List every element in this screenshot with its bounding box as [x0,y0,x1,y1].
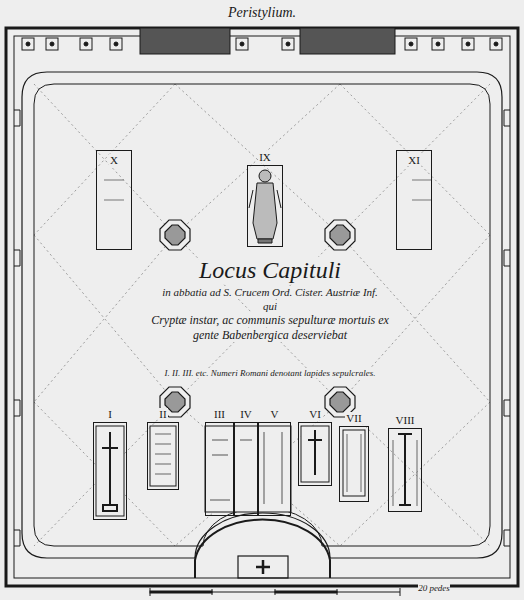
tombstone: V [258,422,291,516]
altar [238,556,288,578]
callout-number: I [94,408,126,420]
legend-note: I. II. III. etc. Numeri Romani denotant … [164,368,375,378]
vault-rib [34,84,175,235]
tombstone: XI [396,150,432,250]
inscription-line-box: in abbatia ad S. Crucem Ord. Cister. Aus… [120,285,420,299]
wall-pilasters [14,110,510,546]
scale-label-box: 20 pedes [404,583,464,594]
inner-wall [14,36,510,578]
callout-number: XI [397,154,431,166]
vault-rib [340,84,490,235]
vault-rib [175,402,340,546]
scale-bar [150,588,400,596]
vault-rib [34,402,175,546]
inscription-text-box: Cryptæ instar, ac communis sepulturæ mor… [145,313,395,343]
inscription-line: qui [263,300,277,312]
roman-numeral: II [158,408,167,420]
wall-block [140,28,230,54]
legend-note-box: I. II. III. etc. Numeri Romani denotant … [100,368,440,379]
altar-cross [256,560,270,574]
inscription-text: Cryptæ instar, ac communis sepulturæ mor… [151,313,389,342]
callout-number: VI [299,408,331,420]
effigy-slab: IX [247,165,283,247]
roman-numeral: VII [345,412,362,424]
inscription-line: in abbatia ad S. Crucem Ord. Cister. Aus… [162,286,378,298]
roman-numeral: V [270,408,280,420]
outer-wall [6,28,518,586]
roman-numeral: IV [239,408,253,420]
vault-rib [34,84,175,235]
callout-number: IX [248,151,282,163]
tombstone: VII [339,426,369,502]
tombstone: VIII [388,428,422,512]
callout-number: VIII [389,414,421,426]
callout-number: VII [340,412,368,424]
callout-number: IV [235,408,257,420]
tombstone: I [93,422,127,520]
wall-block [300,28,395,54]
area-name-box: Peristylium. [162,4,362,22]
roman-numeral: III [213,408,226,420]
roman-numeral: I [107,408,113,420]
tombstone: VI [298,422,332,486]
roman-numeral: X [109,154,119,166]
column-bases [22,38,502,50]
scale-label: 20 pedes [418,583,450,593]
bench-inner [34,84,490,546]
area-name: Peristylium. [228,5,296,20]
plan-title-box: Locus Capituli [140,255,400,285]
inscription-line-box: qui [240,299,300,313]
roman-numeral: VIII [395,414,416,426]
roman-numeral: VI [308,408,322,420]
vault-rib [34,402,175,546]
vault-rib [340,402,490,546]
effigy [249,170,281,243]
vault-rib [340,402,490,546]
roman-numeral: IX [258,151,272,163]
roman-numeral: XI [407,154,421,166]
tombstone: III [205,422,234,516]
vault-rib [175,402,340,546]
tombstone: X [96,150,132,250]
vault-rib [340,84,490,235]
plan-title: Locus Capituli [199,257,341,283]
callout-number: II [148,408,178,420]
callout-number: X [97,154,131,166]
callout-number: V [259,408,290,420]
bench-outer [22,72,502,558]
vault-ribs [34,84,490,546]
tombstone-carvings [96,180,432,516]
tombstone: II [147,422,179,490]
callout-number: III [206,408,233,420]
apse [195,520,330,578]
tombstone: IV [234,422,258,516]
